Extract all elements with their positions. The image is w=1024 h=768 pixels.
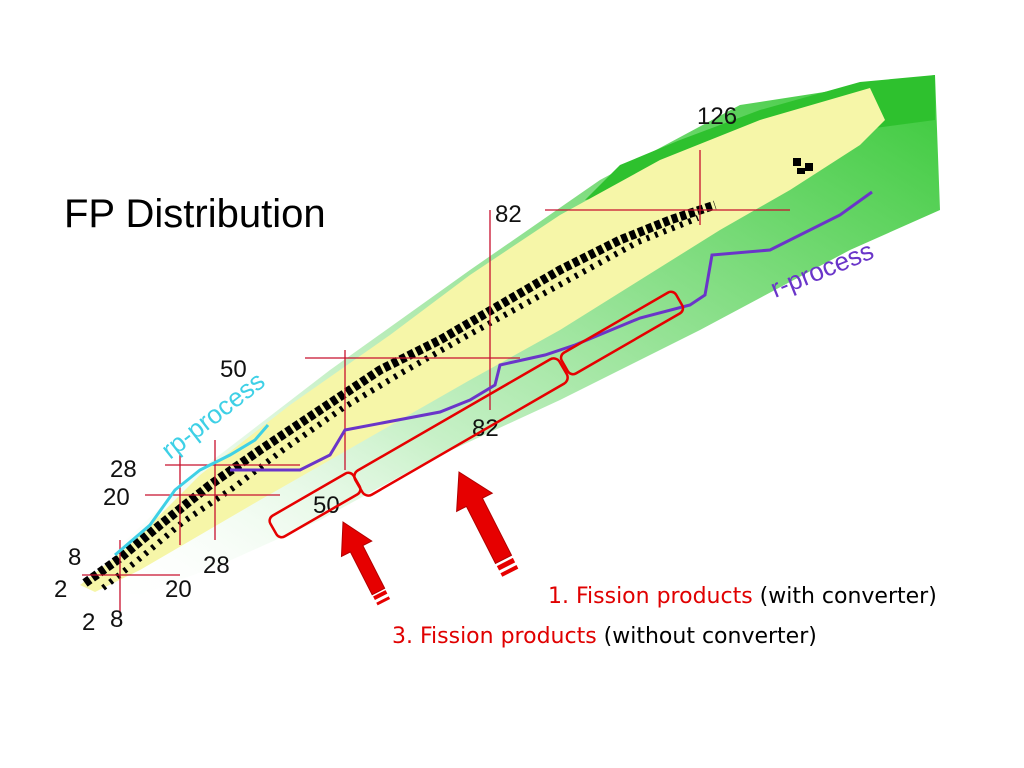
highlight-box-2	[353, 357, 569, 497]
proton-magic-82: 82	[495, 201, 522, 228]
caption-with-converter: 1. Fission products (with converter)	[548, 584, 937, 609]
proton-magic-8: 8	[68, 544, 81, 571]
stable-nuclei-scatter	[101, 215, 700, 591]
arrow-without-converter	[340, 521, 391, 606]
proton-magic-20: 20	[103, 484, 130, 511]
caption-without-converter-rest: (without converter)	[596, 624, 817, 649]
highlight-box-3	[559, 290, 685, 376]
neutron-magic-2: 2	[82, 609, 95, 636]
neutron-magic-20: 20	[165, 576, 192, 603]
neutron-magic-28: 28	[203, 552, 230, 579]
proton-magic-2: 2	[54, 576, 67, 603]
caption-with-converter-rest: (with converter)	[752, 584, 937, 609]
arrow-with-converter	[456, 471, 519, 577]
fission-highlight-boxes	[268, 290, 685, 539]
slide-title: FP Distribution	[64, 192, 326, 236]
magic-number-labels: 2 8 20 28 50 82 2 8 20 28 50 82 126	[54, 103, 737, 636]
neutron-magic-50: 50	[313, 492, 340, 519]
isolated-nuclei	[793, 158, 813, 174]
caption-without-converter-highlight: 3. Fission products	[392, 624, 597, 649]
proton-magic-28: 28	[110, 456, 137, 483]
caption-without-converter: 3. Fission products (without converter)	[392, 624, 817, 649]
magic-number-lines	[82, 150, 790, 612]
r-process-path	[230, 190, 873, 472]
stable-nuclei-line	[82, 200, 717, 587]
rp-process-path	[114, 424, 270, 557]
proton-magic-50: 50	[220, 356, 247, 383]
neutron-magic-8: 8	[110, 606, 123, 633]
caption-with-converter-highlight: 1. Fission products	[548, 584, 753, 609]
neutron-magic-126: 126	[697, 103, 737, 130]
